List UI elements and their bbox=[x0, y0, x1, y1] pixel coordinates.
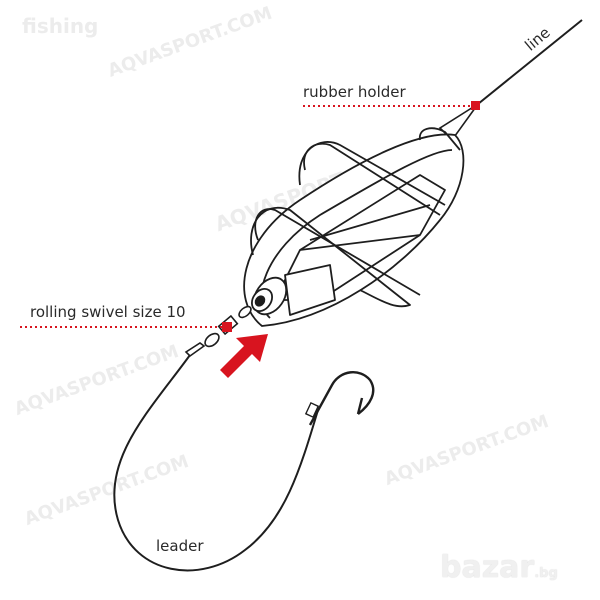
leader-line bbox=[113, 354, 319, 572]
logo-suffix: .bg bbox=[534, 566, 558, 581]
main-line bbox=[477, 19, 583, 105]
hook bbox=[308, 371, 375, 426]
red-arrow-icon bbox=[220, 334, 268, 378]
bazar-logo: bazar.bg bbox=[440, 550, 558, 585]
rubber-holder-marker bbox=[471, 101, 480, 110]
label-rolling-swivel: rolling swivel size 10 bbox=[30, 303, 186, 321]
hook-knot bbox=[304, 401, 320, 419]
watermark-fishing: fishing bbox=[22, 14, 99, 38]
label-leader: leader bbox=[156, 537, 204, 555]
logo-text: bazar bbox=[440, 550, 535, 585]
swivel-marker bbox=[222, 322, 232, 332]
method-feeder bbox=[243, 127, 465, 327]
label-rubber-holder: rubber holder bbox=[303, 83, 406, 101]
